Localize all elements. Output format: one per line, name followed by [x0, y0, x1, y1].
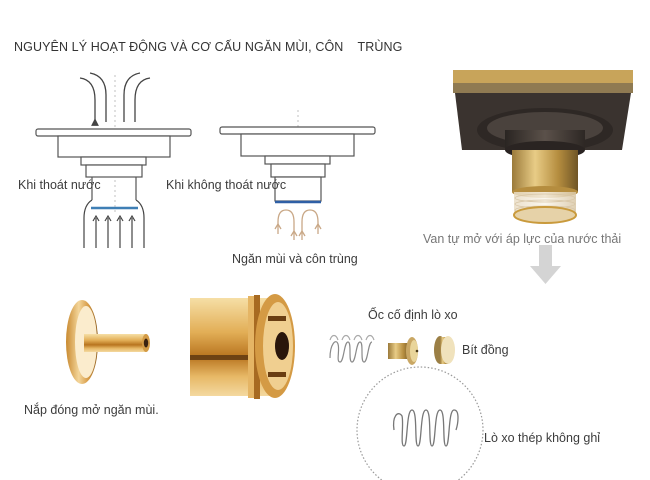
label-draining: Khi thoát nước	[18, 178, 101, 192]
label-brass-plug: Bít đồng	[462, 343, 509, 357]
label-spring: Lò xo thép không ghỉ	[484, 431, 601, 445]
part-cap-illustration	[66, 300, 150, 384]
product-photo-drain	[453, 70, 633, 224]
spring-detail-circle	[356, 366, 484, 480]
label-not-draining: Khi không thoát nước	[166, 178, 287, 192]
part-spring-illustration	[392, 409, 459, 447]
caption-odor-insect-block: Ngăn mùi và côn trùng	[232, 252, 358, 266]
down-arrow-icon	[530, 245, 561, 284]
label-fixing-nut: Ốc cố định lò xo	[368, 308, 458, 322]
caption-valve-auto-open: Van tự mở với áp lực của nước thải	[423, 232, 622, 246]
part-brass-plug-illustration	[434, 336, 455, 364]
part-body-illustration	[190, 294, 295, 399]
part-fixing-nut-illustration	[388, 337, 419, 365]
part-spring-small-illustration	[329, 334, 375, 363]
label-cap: Nắp đóng mở ngăn mùi.	[24, 403, 159, 417]
diagram-title: NGUYÊN LÝ HOẠT ĐỘNG VÀ CƠ CẤU NGĂN MÙI, …	[14, 40, 403, 54]
diagram-draining	[35, 72, 192, 248]
diagram-not-draining	[219, 110, 376, 240]
